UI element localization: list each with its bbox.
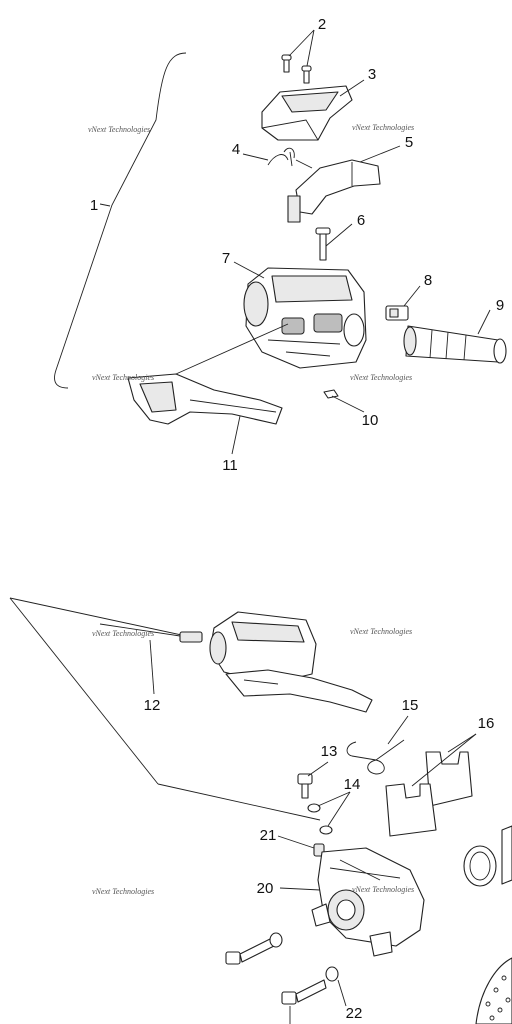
callout-2: 2	[318, 16, 326, 33]
watermark-text: vNext Technologies	[92, 887, 154, 896]
master-cylinder-assembled-part	[209, 611, 373, 713]
seal-ring-part	[463, 845, 497, 887]
pivot-arm-part	[287, 159, 381, 223]
callout-15: 15	[402, 697, 419, 714]
brake-rotor-part	[475, 957, 512, 1024]
seal-ring-part	[469, 851, 491, 881]
watermark-text: vNext Technologies	[88, 125, 150, 134]
watermark-group: vNext Technologies vNext Technologies vN…	[88, 123, 414, 896]
leader-lines-upper	[99, 29, 491, 455]
screw-part	[281, 54, 292, 73]
watermark-text: vNext Technologies	[92, 373, 154, 382]
piston-cylinder-part	[501, 825, 512, 885]
brake-lever-part	[127, 373, 283, 425]
guide-lines-lower	[9, 597, 321, 821]
piston-part	[403, 325, 507, 364]
master-cylinder-housing-part	[243, 267, 367, 369]
callout-8: 8	[424, 272, 432, 289]
callout-13: 13	[321, 743, 338, 760]
callout-7: 7	[222, 250, 230, 267]
leader-lines-lower	[149, 639, 477, 1024]
mounting-bolt-part	[281, 966, 339, 1005]
callout-14: 14	[344, 776, 361, 793]
callout-11: 11	[222, 457, 238, 474]
callout-10: 10	[362, 412, 379, 429]
callout-4: 4	[232, 141, 240, 158]
bleeder-bolt-part	[297, 773, 313, 799]
caliper-body-part	[311, 847, 425, 957]
washer-part	[319, 825, 333, 835]
spring-part	[267, 147, 313, 169]
pin-part	[315, 227, 331, 261]
callout-6: 6	[357, 212, 365, 229]
brake-pad-part	[385, 751, 473, 837]
watermark-text: vNext Technologies	[350, 373, 412, 382]
callout-16: 16	[478, 715, 495, 732]
clip-part	[323, 389, 339, 399]
mounting-bolt-part	[225, 932, 283, 965]
callout-9: 9	[496, 297, 504, 314]
screw-part	[301, 65, 312, 84]
watermark-text: vNext Technologies	[352, 123, 414, 132]
washer-part	[307, 803, 321, 813]
callout-labels: 1 2 3 4 5 6 7 8 9 10 11 12 13 14 15 16 2…	[90, 16, 504, 1022]
reservoir-cover-part	[261, 85, 353, 141]
brake-line-part	[99, 623, 203, 643]
callout-22: 22	[346, 1005, 363, 1022]
callout-21: 21	[260, 827, 277, 844]
watermark-text: vNext Technologies	[352, 885, 414, 894]
assembly-bracket	[54, 52, 187, 389]
callout-1: 1	[90, 197, 98, 214]
callout-3: 3	[368, 66, 376, 83]
switch-part	[385, 305, 409, 321]
callout-5: 5	[405, 134, 413, 151]
watermark-text: vNext Technologies	[350, 627, 412, 636]
pad-spring-part	[346, 739, 405, 775]
callout-20: 20	[257, 880, 274, 897]
callout-12: 12	[144, 697, 161, 714]
watermark-text: vNext Technologies	[92, 629, 154, 638]
